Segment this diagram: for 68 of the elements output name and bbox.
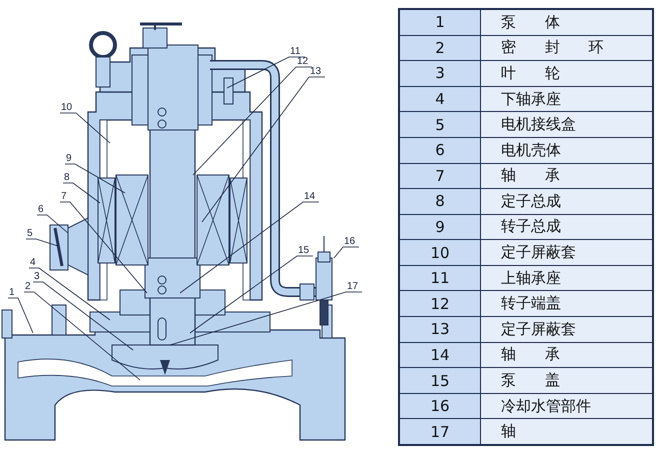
leader-line [8, 298, 34, 334]
part-name: 定子屏蔽套 [481, 317, 652, 342]
part-name: 泵 体 [481, 10, 652, 35]
part-number: 17 [400, 419, 480, 444]
callout-number: 13 [309, 66, 325, 77]
leader-line [192, 66, 312, 176]
part-name: 轴 承 [481, 342, 652, 368]
part-number: 14 [400, 342, 480, 368]
leader-line [62, 182, 100, 204]
part-number: 1 [400, 10, 480, 35]
leader-line [28, 268, 110, 320]
callout-number: 4 [29, 257, 39, 268]
part-number: 5 [400, 112, 480, 137]
callout-number: 12 [296, 56, 312, 67]
part-number: 11 [400, 266, 480, 290]
part-number: 13 [400, 317, 480, 342]
part-number: 10 [400, 240, 480, 265]
part-number: 12 [400, 291, 480, 316]
leader-line [334, 246, 360, 258]
leader-line [32, 282, 134, 350]
part-name: 转子端盖 [481, 291, 652, 316]
callout-number: 7 [60, 191, 70, 202]
leader-line [190, 256, 314, 334]
part-number: 8 [400, 189, 480, 214]
part-name: 冷却水管部件 [481, 394, 652, 418]
part-name: 上轴承座 [481, 266, 652, 290]
callout-number: 1 [8, 287, 18, 298]
callout-number: 2 [24, 281, 34, 292]
part-name: 定子总成 [481, 189, 652, 214]
part-name: 轴 [481, 419, 652, 444]
leader-line [60, 112, 110, 144]
part-name: 下轴承座 [481, 86, 652, 112]
callout-number: 3 [33, 271, 43, 282]
leader-line [170, 292, 362, 346]
leader-line [26, 238, 58, 246]
callout-number: 15 [297, 245, 313, 256]
leader-line [226, 56, 306, 88]
part-name: 轴 承 [481, 164, 652, 188]
callout-number: 14 [303, 191, 319, 202]
part-name: 电机接线盒 [481, 112, 652, 137]
part-number: 4 [400, 86, 480, 112]
callout-number: 16 [343, 236, 359, 247]
part-name: 电机壳体 [481, 138, 652, 163]
leader-line [60, 202, 148, 294]
callout-number: 8 [63, 172, 73, 183]
leader-line [24, 292, 140, 380]
part-name: 定子屏蔽套 [481, 240, 652, 265]
part-name: 叶 轮 [481, 61, 652, 86]
part-number: 3 [400, 61, 480, 86]
part-name: 泵 盖 [481, 368, 652, 393]
leader-line [202, 76, 326, 222]
part-number: 2 [400, 36, 480, 60]
callout-number: 6 [37, 204, 47, 215]
callout-number: 17 [346, 281, 362, 292]
part-number: 7 [400, 164, 480, 188]
part-number: 16 [400, 394, 480, 418]
part-name: 密 封 环 [481, 36, 652, 60]
part-number: 9 [400, 214, 480, 240]
callout-number: 5 [26, 228, 36, 239]
leader-line [64, 164, 126, 194]
callout-number: 10 [60, 102, 76, 113]
callout-number: 11 [289, 46, 305, 57]
leader-line [36, 214, 68, 234]
callout-number: 9 [65, 153, 75, 164]
part-number: 15 [400, 368, 480, 393]
part-name: 转子总成 [481, 214, 652, 240]
leader-line [180, 202, 320, 294]
part-number: 6 [400, 138, 480, 163]
